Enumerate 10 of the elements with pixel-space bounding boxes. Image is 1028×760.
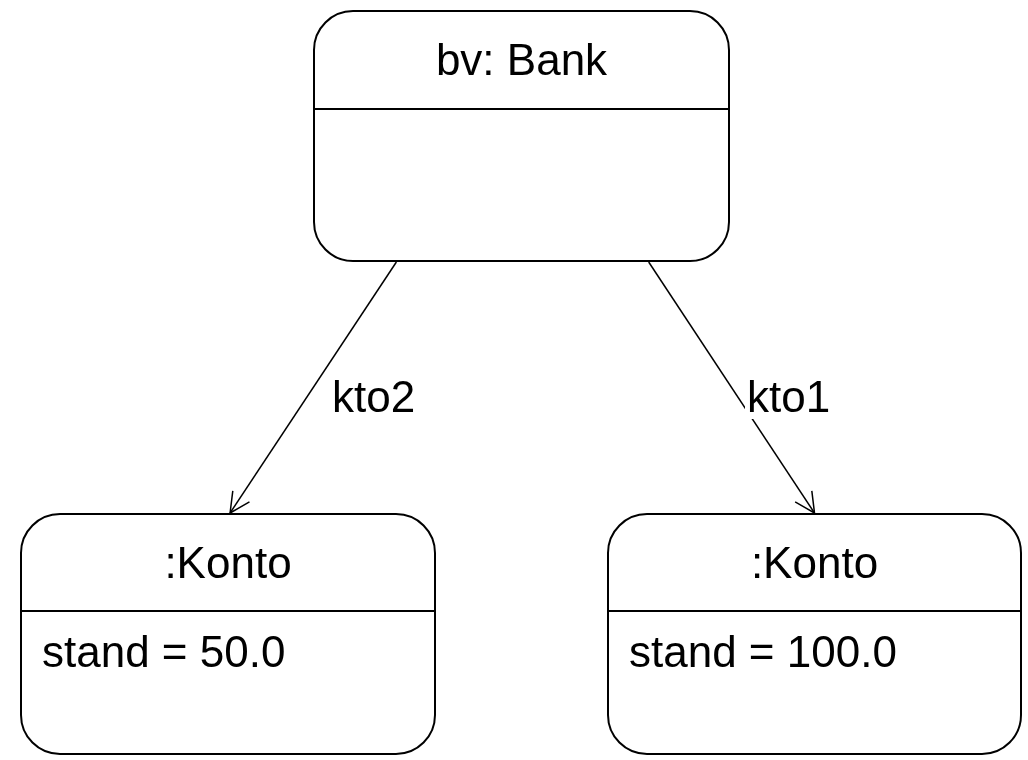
attribute-text: stand = 100.0 <box>629 626 898 678</box>
arrow <box>647 261 816 514</box>
object-name: bv: Bank <box>435 38 608 82</box>
object-box <box>313 10 730 262</box>
attribute-text: stand = 50.0 <box>42 626 287 678</box>
arrow <box>229 261 398 514</box>
object-box <box>607 513 1022 755</box>
object-name: :Konto <box>164 540 292 585</box>
object-name: :Konto <box>750 540 879 585</box>
object-box <box>20 513 436 755</box>
